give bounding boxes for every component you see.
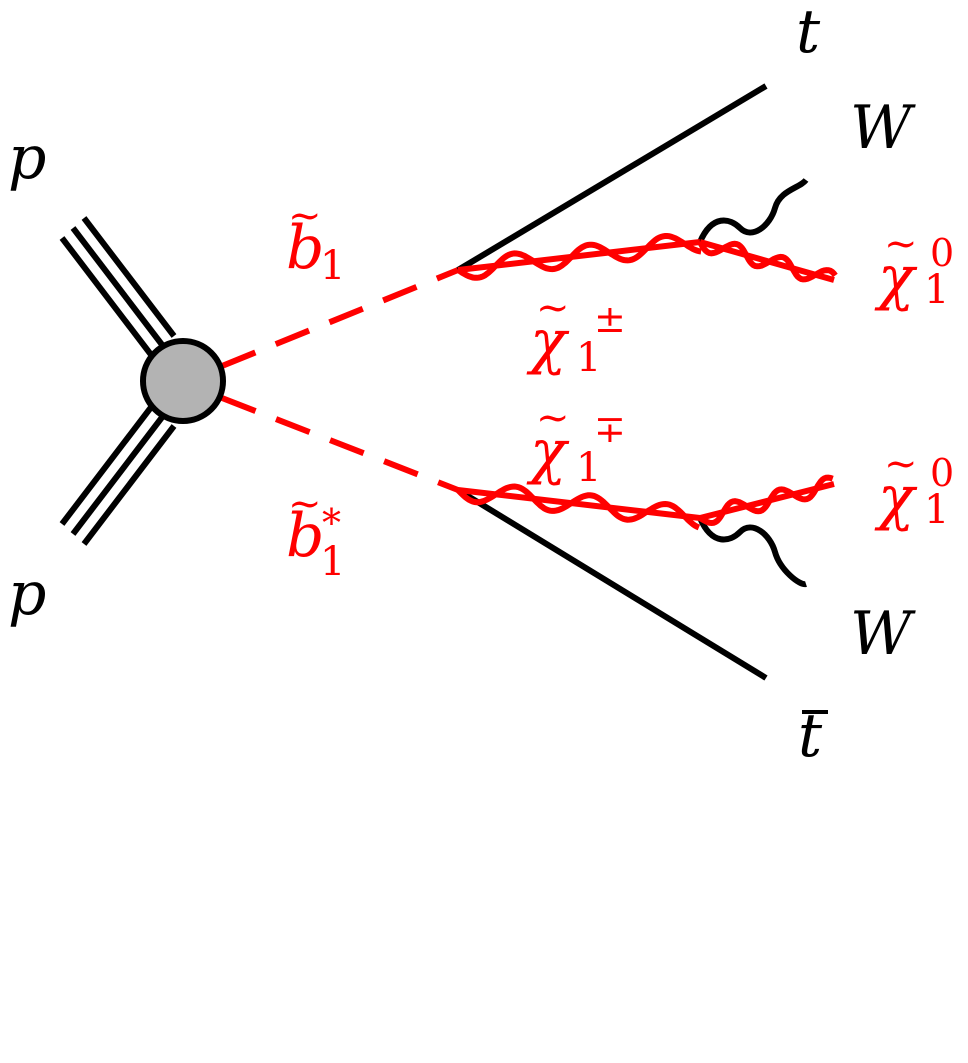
sbottom-subscript: 1 bbox=[320, 243, 346, 289]
anti-sbottom-subscript: 1 bbox=[320, 539, 346, 585]
neutralino-top-superscript: 0 bbox=[930, 231, 955, 275]
neutralino-bottom-line bbox=[698, 474, 835, 527]
neutralino-bottom-superscript: 0 bbox=[930, 451, 955, 495]
chargino-top-symbol: χ bbox=[530, 307, 567, 377]
neutralino-top-symbol: χ bbox=[878, 243, 915, 313]
tilde-accent: ~ bbox=[884, 221, 918, 267]
anti-sbottom-superscript: * bbox=[322, 501, 341, 545]
neutralino-bottom-label: ~ χ 0 1 bbox=[878, 444, 968, 548]
sbottom-propagator bbox=[220, 267, 460, 369]
w-boson-bottom-line bbox=[697, 516, 807, 588]
sbottom-label: ~ b 1 bbox=[286, 196, 356, 289]
proton-top-label: p bbox=[8, 123, 47, 193]
neutralino-top-subscript: 1 bbox=[924, 267, 950, 313]
chargino-top-superscript: ± bbox=[594, 297, 626, 341]
proton-bottom-label: p bbox=[8, 559, 47, 629]
top-quark-label: t bbox=[796, 0, 821, 67]
chargino-top-label: ~ χ ± 1 bbox=[530, 288, 630, 392]
top-quark-line bbox=[456, 83, 768, 273]
chargino-top-line bbox=[456, 233, 702, 281]
chargino-bottom-label: ~ χ ∓ 1 bbox=[530, 398, 630, 502]
neutralino-top-label: ~ χ 0 1 bbox=[878, 224, 968, 328]
anti-sbottom-propagator bbox=[220, 395, 460, 493]
chargino-bottom-symbol: χ bbox=[530, 417, 567, 487]
tilde-accent: ~ bbox=[288, 481, 322, 527]
incoming-proton-top bbox=[59, 216, 177, 358]
incoming-proton-bottom bbox=[59, 404, 177, 546]
chargino-bottom-superscript: ∓ bbox=[594, 407, 626, 451]
tilde-accent: ~ bbox=[536, 285, 570, 331]
anti-top-symbol: t bbox=[798, 701, 823, 771]
chargino-bottom-line bbox=[455, 483, 701, 531]
chargino-top-subscript: 1 bbox=[576, 335, 602, 381]
anti-top-quark-line bbox=[456, 487, 768, 681]
sbottom-symbol: b bbox=[286, 213, 325, 283]
tilde-accent: ~ bbox=[884, 441, 918, 487]
neutralino-top-line bbox=[697, 239, 838, 283]
anti-sbottom-label: ~ b * 1 bbox=[286, 484, 356, 586]
neutralino-bottom-symbol: χ bbox=[878, 463, 915, 533]
chargino-bottom-subscript: 1 bbox=[576, 445, 602, 491]
interaction-blob bbox=[140, 338, 226, 424]
overline-bar bbox=[802, 710, 828, 714]
neutralino-bottom-subscript: 1 bbox=[924, 487, 950, 533]
tilde-accent: ~ bbox=[288, 193, 322, 239]
w-boson-top-line bbox=[697, 177, 809, 244]
tilde-accent: ~ bbox=[536, 395, 570, 441]
anti-sbottom-symbol: b bbox=[286, 501, 325, 571]
anti-top-quark-label: t bbox=[798, 706, 838, 776]
w-boson-top-label: W bbox=[850, 93, 912, 163]
w-boson-bottom-label: W bbox=[850, 599, 912, 669]
